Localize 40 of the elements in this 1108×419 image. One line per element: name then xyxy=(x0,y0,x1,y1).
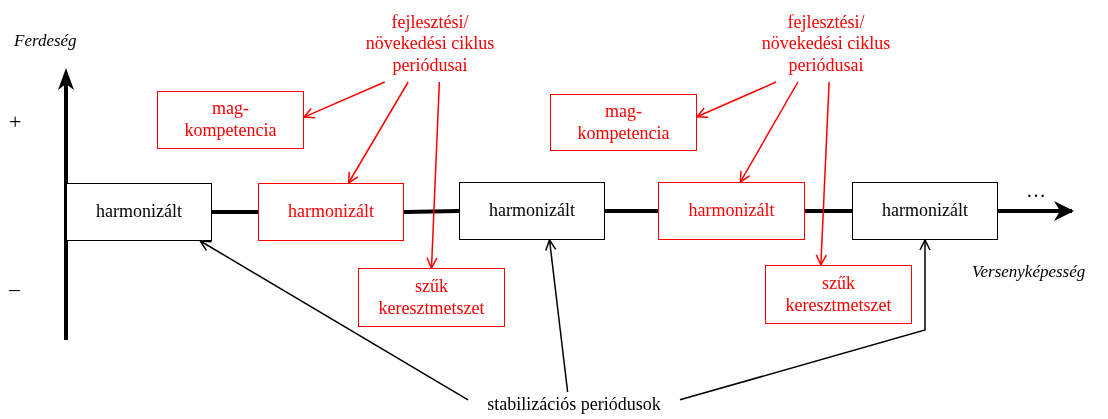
process-box xyxy=(459,182,605,240)
arrow xyxy=(347,81,409,184)
arrow xyxy=(815,81,830,266)
process-box xyxy=(258,183,404,241)
process-box xyxy=(157,91,304,149)
box-text: mag-kompetencia xyxy=(576,100,671,145)
box-text: harmonizált xyxy=(96,201,182,223)
ellipsis: … xyxy=(1026,180,1046,200)
axis-label: Ferdeség xyxy=(14,32,77,49)
arrow xyxy=(679,239,931,401)
timeline-segment xyxy=(212,210,258,214)
callout-text: fejlesztési/ növekedési ciklus periódusai xyxy=(364,11,496,77)
box-text: harmonizált xyxy=(288,201,374,223)
box-text: harmonizált xyxy=(882,200,968,222)
box-text: harmonizált xyxy=(489,200,575,222)
process-box xyxy=(550,94,697,151)
arrow xyxy=(739,81,799,183)
axis-arrow xyxy=(998,201,1074,221)
arrow xyxy=(426,81,441,269)
axis-label: Versenyképesség xyxy=(972,263,1086,280)
process-box xyxy=(66,183,212,241)
box-text: harmonizált xyxy=(688,200,775,222)
timeline-segment xyxy=(403,209,460,214)
plus-sign: + xyxy=(9,111,22,133)
minus-sign: – xyxy=(9,278,20,300)
box-text: szűk keresztmetszet xyxy=(377,275,486,320)
arrow xyxy=(545,239,569,393)
box-text: szűk keresztmetszet xyxy=(784,272,893,317)
process-box xyxy=(852,182,998,240)
arrow xyxy=(303,81,386,119)
timeline-segment xyxy=(805,209,852,213)
process-box xyxy=(358,268,505,327)
process-box xyxy=(765,265,912,324)
arrow xyxy=(696,81,777,119)
callout-text: stabilizációs periódusok xyxy=(487,394,661,416)
arrow xyxy=(199,240,469,401)
callout-text: fejlesztési/ növekedési ciklus periódusai xyxy=(760,11,892,77)
box-text: mag-kompetencia xyxy=(183,98,278,142)
timeline-segment xyxy=(605,209,658,213)
process-box xyxy=(658,182,805,240)
